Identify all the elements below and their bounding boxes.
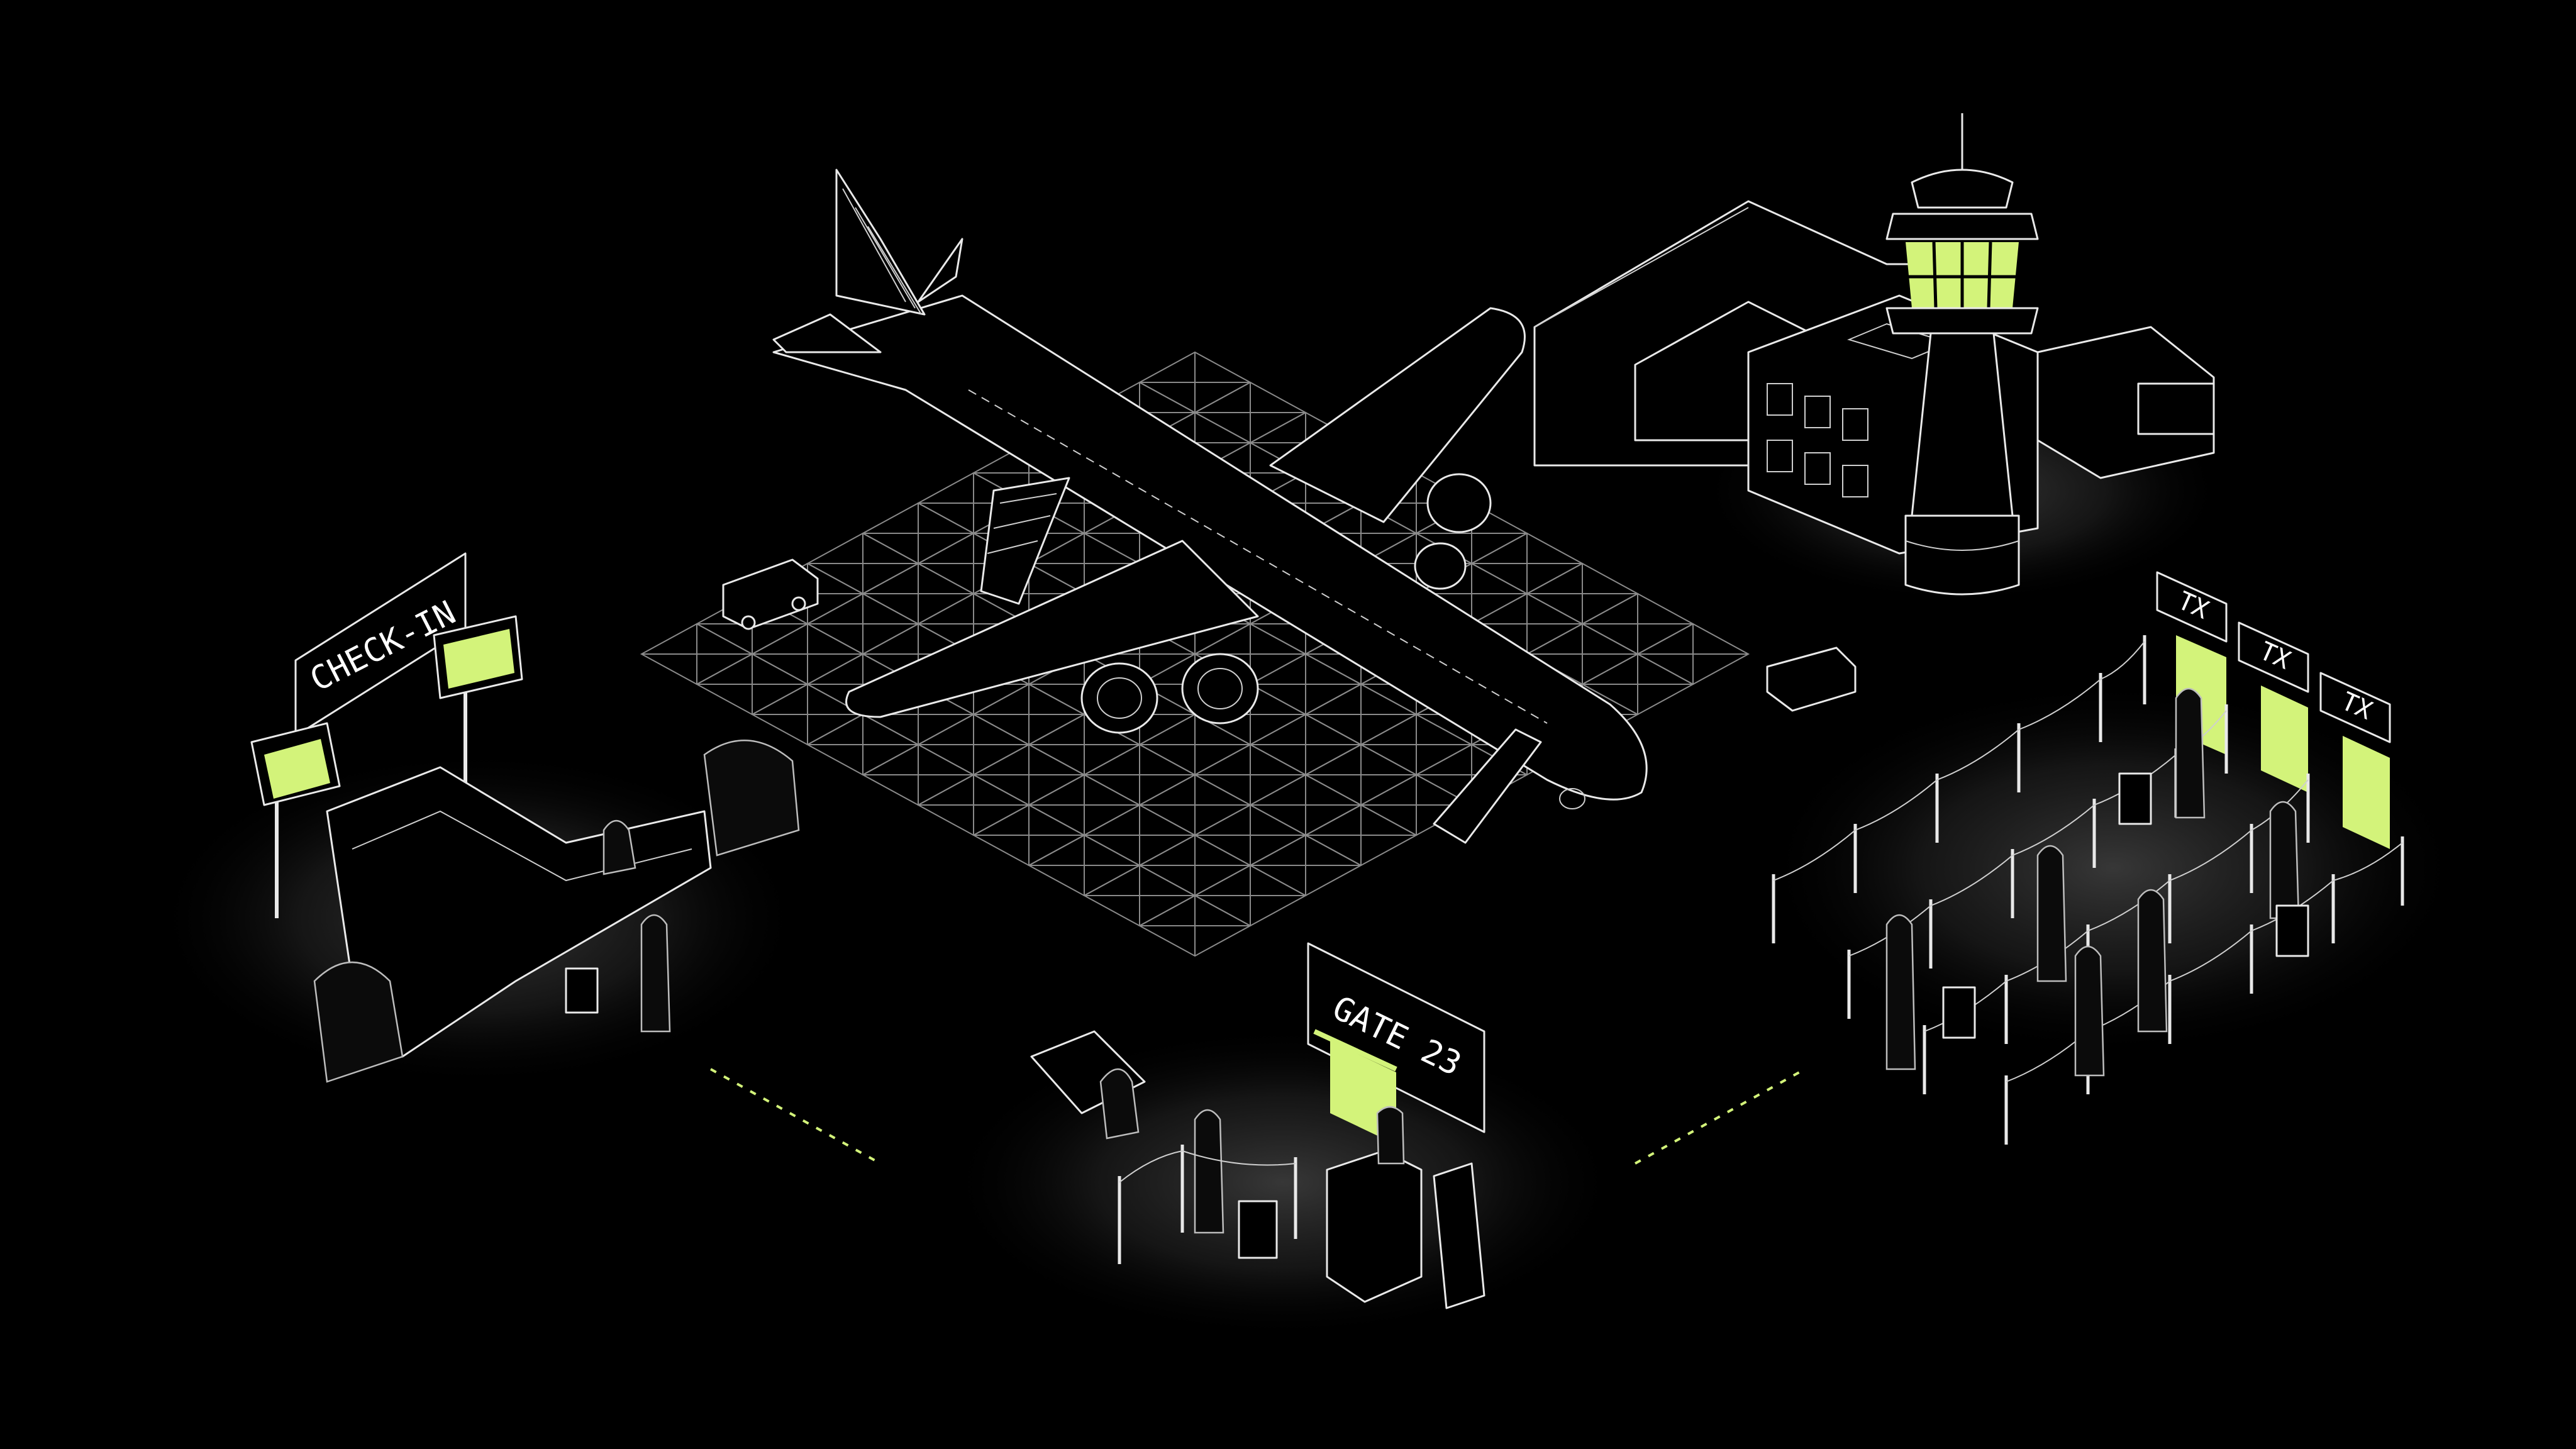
stanchion-rope xyxy=(2333,842,2403,881)
apron-tile xyxy=(1193,864,1307,927)
apron-tile xyxy=(972,804,1086,867)
kiosk-icon xyxy=(1326,1150,1423,1303)
apron-tile xyxy=(1193,743,1307,806)
stanchion-rope xyxy=(1773,830,1856,881)
luggage-icon xyxy=(2118,772,2152,825)
apron-tile xyxy=(916,774,1031,836)
person-icon xyxy=(2269,801,2300,919)
apron-tile xyxy=(1580,592,1695,655)
apron-tile xyxy=(806,592,920,655)
apron-tile xyxy=(1082,743,1197,806)
tx-sign-1 xyxy=(2156,571,2228,643)
stanchion-rope xyxy=(2169,930,2252,982)
apron-tile xyxy=(1027,834,1141,897)
checkin-area: CHECK-IN xyxy=(250,552,800,1083)
person-icon xyxy=(640,914,671,1033)
apron-tile xyxy=(1248,834,1363,897)
person-icon xyxy=(1885,914,1916,1070)
apron-tile xyxy=(750,623,865,686)
luggage-icon xyxy=(1942,986,1976,1039)
apron-tile xyxy=(1248,713,1363,776)
plant-icon xyxy=(313,961,404,1083)
stanchion-rope xyxy=(1930,855,2013,906)
apron-tile xyxy=(750,683,865,746)
apron-tile xyxy=(1082,804,1197,867)
person-icon xyxy=(1376,1106,1405,1165)
apron-tile xyxy=(1470,532,1584,595)
person-icon xyxy=(2175,687,2206,819)
apron-tile xyxy=(1193,804,1307,867)
apron-tile xyxy=(1138,894,1252,957)
stanchion-rope xyxy=(2018,679,2101,730)
apron-tile xyxy=(806,532,920,595)
apron-tile xyxy=(1082,864,1197,927)
apron-tile xyxy=(1304,743,1418,806)
luggage-icon xyxy=(1238,1200,1278,1259)
stanchion-rope xyxy=(2169,830,2252,881)
truck-icon xyxy=(722,558,819,630)
apron-tile xyxy=(916,713,1031,776)
apron-tile xyxy=(1138,351,1252,414)
queue-stanchions xyxy=(1772,635,2404,1145)
luggage-icon xyxy=(565,967,599,1014)
apron-tile xyxy=(972,683,1086,746)
stanchion-rope xyxy=(2012,804,2095,856)
stanchion-icon xyxy=(1118,1145,1297,1264)
airplane-icon xyxy=(772,169,1648,844)
apron-tile xyxy=(1248,653,1363,716)
person-icon xyxy=(1194,1109,1224,1234)
apron-tile xyxy=(806,713,920,776)
plant-icon xyxy=(703,740,800,857)
control-tower-icon xyxy=(1885,113,2039,596)
apron-tile xyxy=(1304,683,1418,746)
brand-logo-icon xyxy=(443,629,514,689)
apron-tile xyxy=(861,502,975,565)
person-icon xyxy=(2036,845,2067,982)
security-glow xyxy=(1761,679,2465,1057)
apron-tile xyxy=(1193,381,1307,444)
stanchion-rope xyxy=(1855,779,1938,831)
stanchion-rope xyxy=(1936,729,2019,780)
apron-tile xyxy=(861,743,975,806)
tx-sign-2 xyxy=(2238,621,2309,693)
flow-arrow-1 xyxy=(710,1068,881,1165)
apron-tile xyxy=(1248,774,1363,836)
apron-tile xyxy=(695,653,809,716)
apron-tile xyxy=(1525,562,1640,625)
gate-sign xyxy=(1307,942,1485,1133)
person-icon xyxy=(602,819,636,875)
apron-tile xyxy=(640,623,754,686)
stanchion-rope xyxy=(2087,880,2170,931)
stanchion-rope xyxy=(2100,641,2145,680)
person-icon xyxy=(2074,945,2105,1077)
person-icon xyxy=(2137,889,2168,1033)
flow-arrow-2 xyxy=(1635,1068,1806,1165)
apron-tile xyxy=(1138,774,1252,836)
apron-tile xyxy=(1304,804,1418,867)
brand-logo-icon xyxy=(264,739,330,799)
tx-sign-3 xyxy=(2319,672,2391,743)
apron-tile xyxy=(1138,713,1252,776)
truck-icon xyxy=(1766,647,1857,712)
apron-tile xyxy=(972,743,1086,806)
security-area: TX TX TX xyxy=(1772,571,2404,1145)
apron-tile xyxy=(1027,774,1141,836)
luggage-icon xyxy=(2275,904,2309,957)
person-icon xyxy=(1099,1068,1140,1140)
apron-tile xyxy=(1138,834,1252,897)
apron-tile xyxy=(861,562,975,625)
apron-tile xyxy=(1636,623,1750,686)
